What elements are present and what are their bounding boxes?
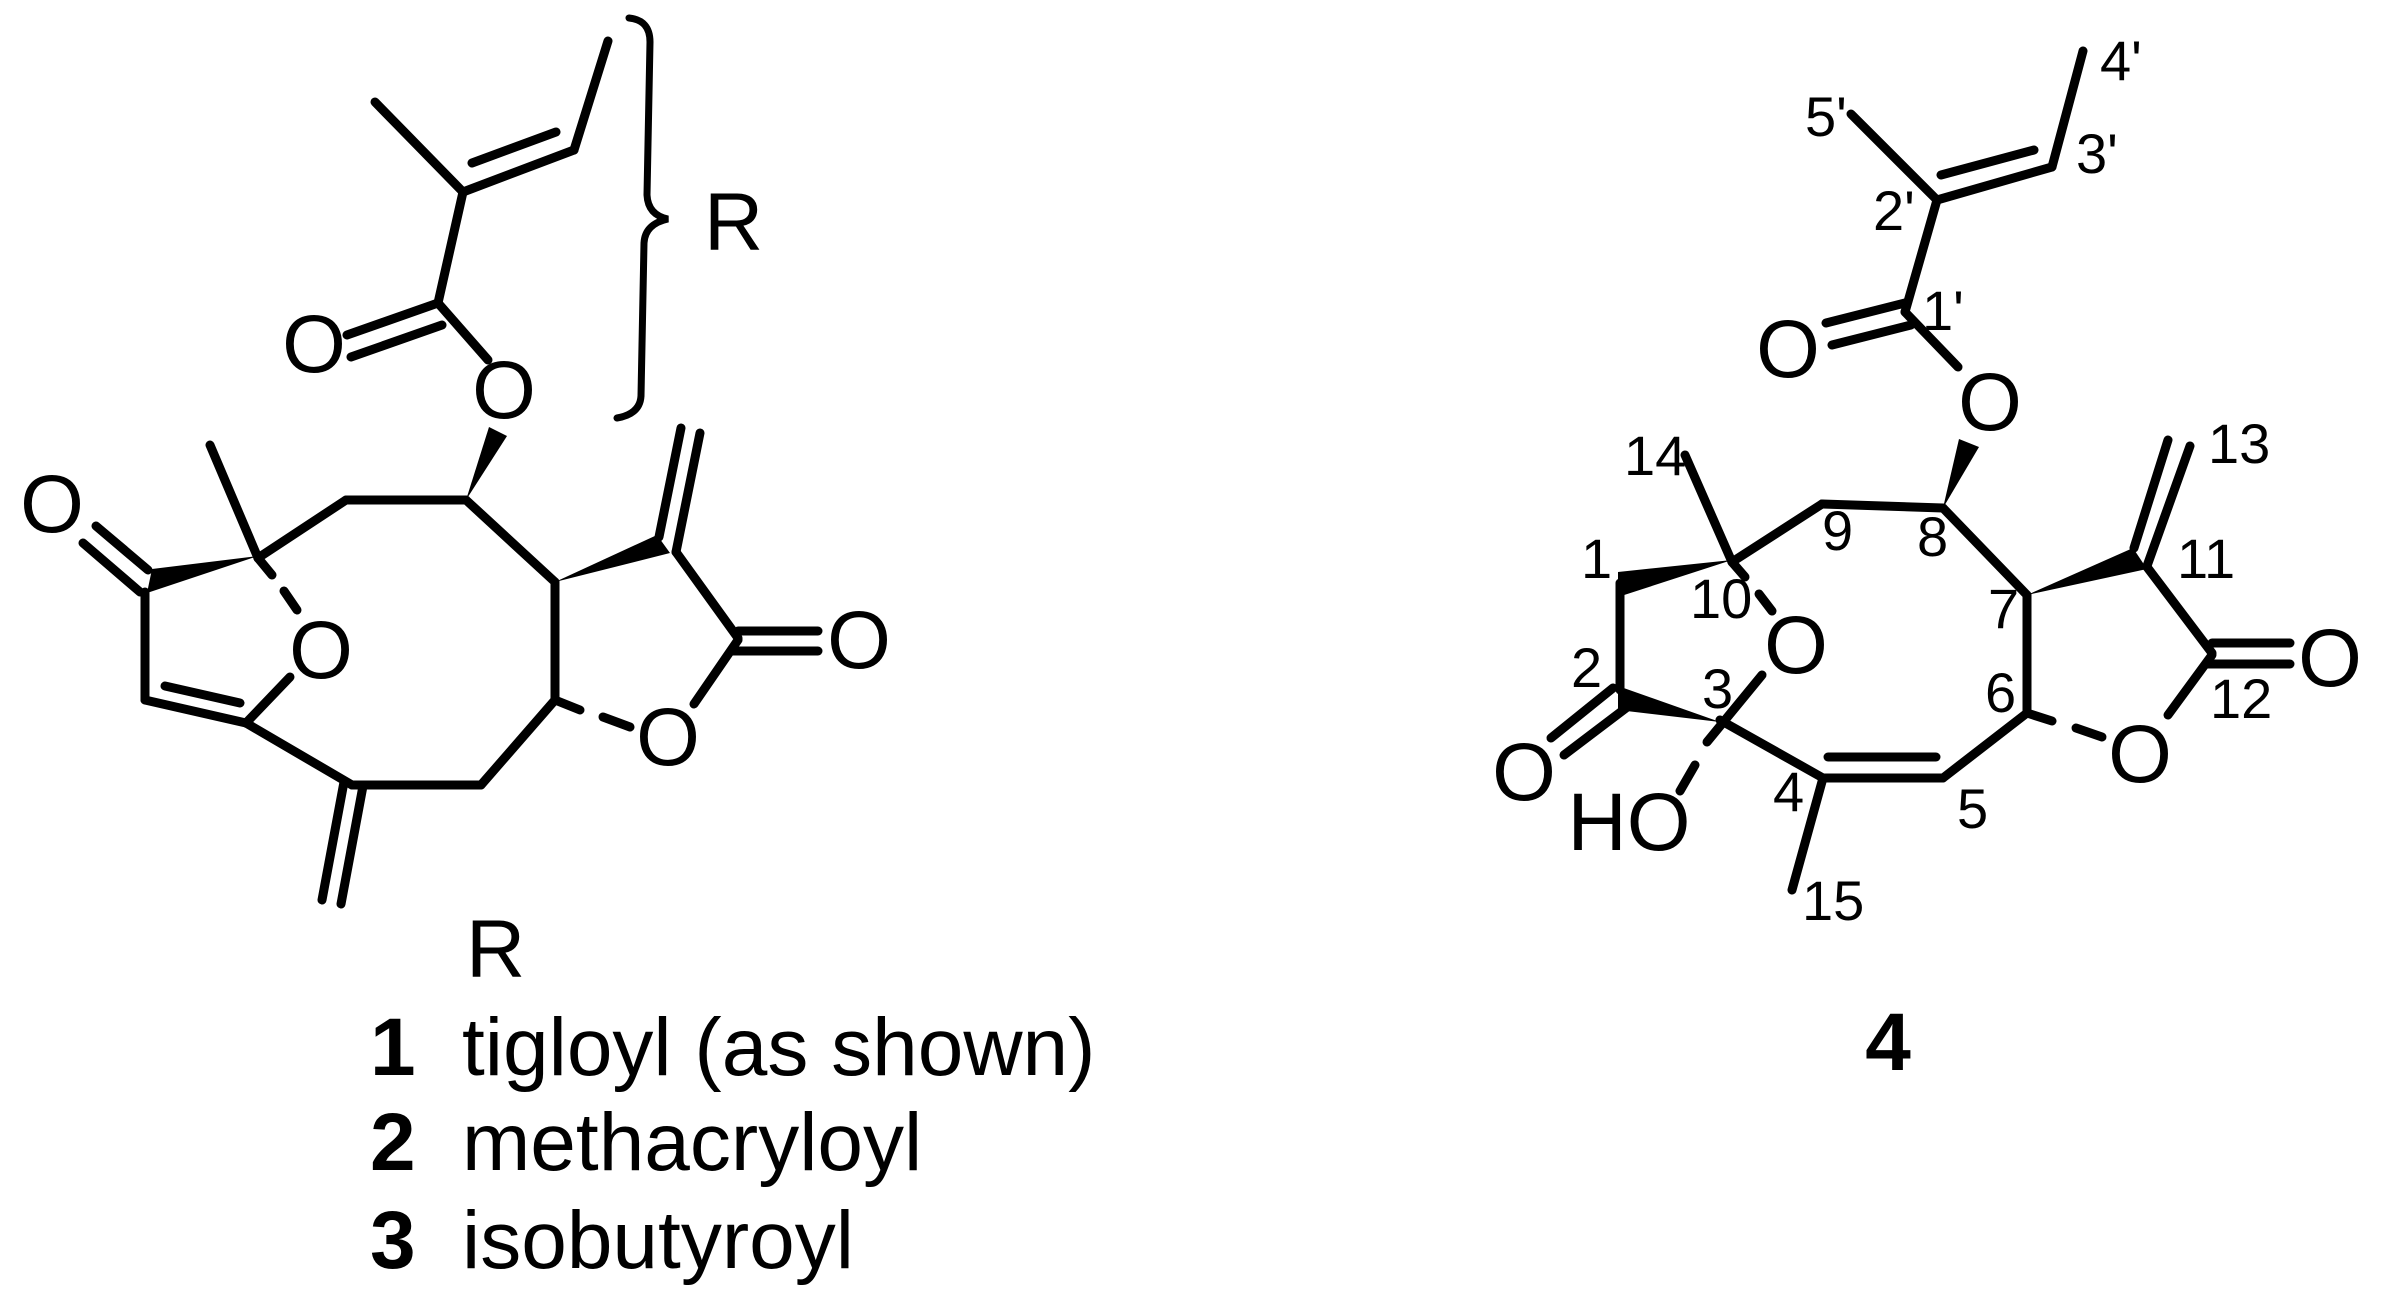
- atom-o-lactone-ring-4: O: [2108, 709, 2172, 800]
- atom-number-8: 8: [1917, 505, 1948, 568]
- atom-o-ester-4: O: [1958, 357, 2022, 448]
- atom-number-9: 9: [1822, 499, 1853, 562]
- atom-number-4p: 4': [2100, 29, 2142, 92]
- atom-o-carbonyl-ester: O: [282, 299, 346, 390]
- atom-o-ketone: O: [20, 459, 84, 550]
- atom-number-5: 5: [1957, 777, 1988, 840]
- atom-number-1p: 1': [1922, 279, 1964, 342]
- atom-number-2: 2: [1571, 636, 1602, 699]
- legend-header: R: [466, 904, 525, 995]
- atom-number-4: 4: [1773, 760, 1804, 823]
- atom-number-6: 6: [1985, 661, 2016, 724]
- atom-o-lactone-carbonyl: O: [827, 595, 891, 686]
- atom-o-ester: O: [472, 345, 536, 436]
- legend-name-1: tigloyl (as shown): [462, 1002, 1095, 1093]
- structure-4: O O O O O O HO 4' 5' 3' 2' 1' 14 13 9 8 …: [1492, 29, 2362, 1088]
- atom-number-11: 11: [2177, 527, 2235, 590]
- atom-number-2p: 2': [1873, 179, 1915, 242]
- atom-number-14: 14: [1624, 424, 1686, 487]
- atom-o-lactone-carbonyl-4: O: [2298, 613, 2362, 704]
- substituent-brace: [613, 14, 669, 422]
- atom-hydroxyl-label: HO: [1568, 777, 1691, 868]
- atom-o-ether-bridge-4: O: [1764, 600, 1828, 691]
- structure-1-3: O O O O O O R R 1 tigloyl (as shown) 2 m…: [20, 14, 1095, 1286]
- atom-o-ketone-4: O: [1492, 727, 1556, 818]
- atom-number-3p: 3': [2076, 122, 2118, 185]
- legend-name-3: isobutyroyl: [462, 1195, 854, 1286]
- atom-o-lactone-ring: O: [636, 692, 700, 783]
- atom-number-7: 7: [1988, 577, 2019, 640]
- substituent-label-r: R: [704, 177, 763, 268]
- atom-o-carbonyl-ester-4: O: [1756, 304, 1820, 395]
- compound-label-4: 4: [1865, 997, 1911, 1088]
- atom-number-10: 10: [1690, 567, 1752, 630]
- atom-number-15: 15: [1802, 869, 1864, 932]
- atom-number-5p: 5': [1805, 85, 1847, 148]
- legend-number-3: 3: [370, 1195, 416, 1286]
- legend-name-2: methacryloyl: [462, 1097, 922, 1188]
- atom-number-13: 13: [2208, 412, 2270, 475]
- atom-number-1: 1: [1581, 527, 1612, 590]
- legend-table: R 1 tigloyl (as shown) 2 methacryloyl 3 …: [370, 904, 1095, 1286]
- atom-number-12: 12: [2210, 667, 2272, 730]
- legend-number-2: 2: [370, 1097, 416, 1188]
- atom-o-ether-bridge: O: [289, 605, 353, 696]
- legend-number-1: 1: [370, 1002, 416, 1093]
- atom-number-3: 3: [1702, 657, 1733, 720]
